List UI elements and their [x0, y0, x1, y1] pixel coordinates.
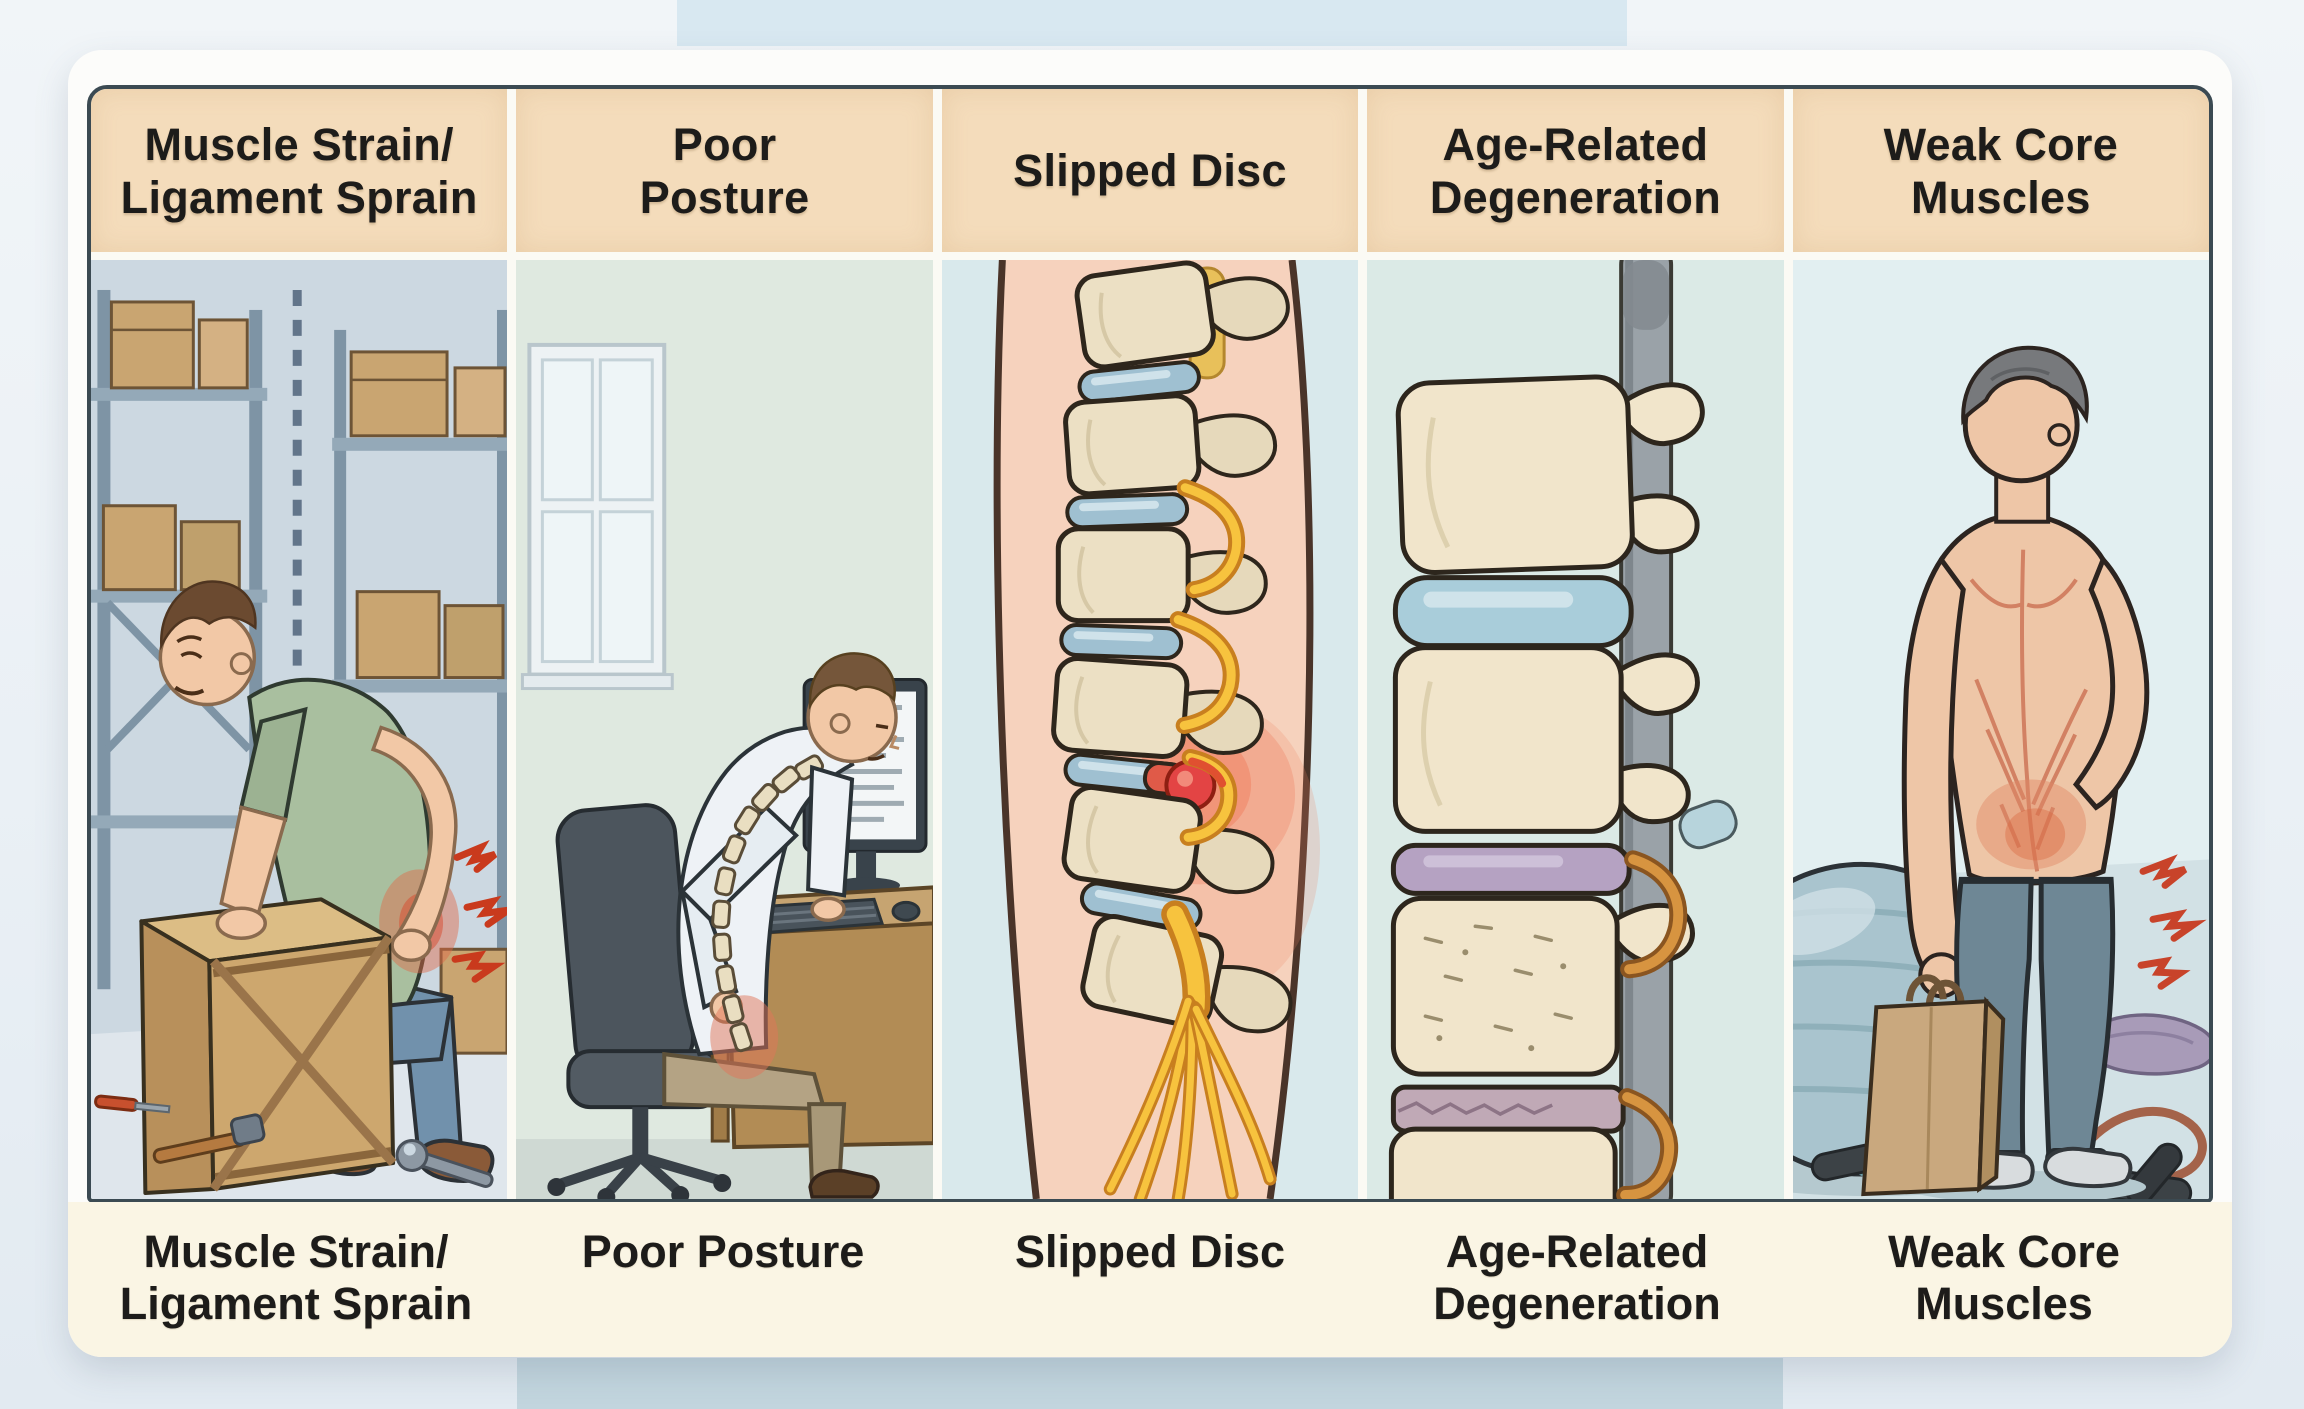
header-line: Muscles	[1910, 171, 2091, 223]
tools-on-floor	[94, 1094, 494, 1189]
header-line: Ligament Sprain	[120, 171, 478, 223]
panel-header: Poor Posture	[516, 89, 933, 252]
caption-weak-core-muscles: Weak Core Muscles	[1795, 1202, 2213, 1357]
panel-illustration-area	[516, 260, 933, 1199]
caption-poor-posture: Poor Posture	[514, 1202, 932, 1357]
arm-on-crate	[215, 706, 308, 941]
vertebral-bodies	[1389, 374, 1705, 1199]
caption-line: Age-Related	[1445, 1226, 1709, 1277]
header-line: Posture	[639, 171, 810, 223]
header-line: Muscle Strain/	[144, 118, 454, 170]
desk-posture-illustration	[516, 260, 933, 1199]
caption-line: Slipped Disc	[1014, 1226, 1286, 1277]
pinched-nerves	[1616, 850, 1688, 1199]
weak-core-illustration	[1792, 260, 2209, 1199]
header-line: Weak Core	[1883, 118, 2119, 170]
header-line: Slipped Disc	[1013, 145, 1287, 196]
header-line: Age-Related	[1442, 118, 1709, 170]
panel-weak-core-muscles: Weak Core Muscles	[1792, 89, 2209, 1199]
panel-header: Age-Related Degeneration	[1367, 89, 1784, 252]
caption-line: Muscles	[1915, 1278, 2093, 1329]
panel-header: Muscle Strain/ Ligament Sprain	[91, 89, 508, 252]
infographic-card: Muscle Strain/ Ligament Sprain	[68, 50, 2232, 1357]
panel-poor-posture: Poor Posture	[516, 89, 933, 1199]
caption-muscle-strain: Muscle Strain/ Ligament Sprain	[87, 1202, 505, 1357]
wooden-crate	[139, 897, 397, 1196]
panel-header: Slipped Disc	[941, 89, 1359, 252]
panel-illustration-area	[941, 260, 1359, 1199]
panel-age-related-degeneration: Age-Related Degeneration	[1367, 89, 1784, 1199]
panel-illustration-area	[1792, 260, 2209, 1199]
caption-age-related-degeneration: Age-Related Degeneration	[1368, 1202, 1786, 1357]
degenerated-disc	[1391, 1084, 1626, 1134]
panel-strip: Muscle Strain/ Ligament Sprain	[87, 85, 2213, 1203]
caption-line: Ligament Sprain	[119, 1278, 473, 1329]
nerve-roots	[1103, 479, 1277, 1199]
window	[521, 342, 675, 691]
caption-band: Muscle Strain/ Ligament Sprain Poor Post…	[68, 1202, 2232, 1357]
header-line: Poor	[672, 118, 777, 170]
panel-slipped-disc: Slipped Disc	[941, 89, 1359, 1199]
herniated-disc-illustration	[941, 260, 1359, 1199]
pain-lightning-bolts	[2137, 854, 2207, 990]
panel-illustration-area	[91, 260, 508, 1199]
caption-line: Poor Posture	[581, 1226, 865, 1277]
pain-lightning-bolts	[451, 839, 508, 983]
strained-muscle-lines	[1969, 549, 2088, 872]
panel-muscle-strain: Muscle Strain/ Ligament Sprain	[91, 89, 508, 1199]
bottom-accent-bar	[517, 1358, 1783, 1409]
slouching-man	[662, 652, 900, 1199]
warehouse-lifting-illustration	[91, 260, 508, 1199]
disc-degeneration-illustration	[1367, 260, 1784, 1199]
caption-slipped-disc: Slipped Disc	[941, 1202, 1359, 1357]
caption-line: Muscle Strain/	[143, 1226, 449, 1277]
panel-header: Weak Core Muscles	[1792, 89, 2209, 252]
spine-overlay	[711, 754, 825, 1053]
herniated-disc	[1063, 752, 1217, 812]
top-accent-bar	[677, 0, 1627, 46]
header-line: Degeneration	[1429, 171, 1721, 223]
panel-illustration-area	[1367, 260, 1784, 1199]
caption-line: Degeneration	[1433, 1278, 1721, 1329]
caption-line: Weak Core	[1888, 1226, 2120, 1277]
shopping-bag	[1860, 974, 2005, 1197]
